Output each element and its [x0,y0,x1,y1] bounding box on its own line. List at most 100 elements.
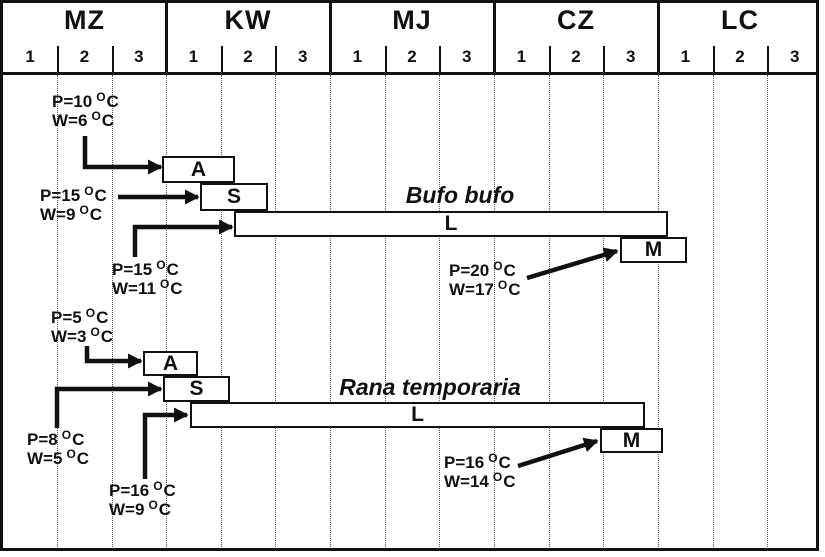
gridline [57,75,58,548]
stage-letter: L [411,403,424,426]
decade-label: 2 [571,47,581,66]
decade-label: 2 [79,47,90,66]
stage-box-rana-m: M [600,428,663,453]
decade-label: 3 [625,47,636,66]
month-column-cz: CZ 1 2 3 [494,3,658,75]
decade-label: 3 [297,47,308,66]
decade-label: 2 [735,47,745,66]
decade-label: 3 [134,47,144,66]
decade-tick [56,46,59,75]
stage-letter: A [162,351,179,375]
month-label: MZ [64,5,105,35]
decade-row: 1 2 3 [494,44,658,72]
stage-box-bufo-s: S [200,183,268,211]
gridline [658,75,659,548]
month-column-kw: KW 1 2 3 [166,3,330,75]
gridline [767,75,768,548]
month-divider [164,3,168,75]
stage-box-bufo-a: A [162,156,235,183]
decade-tick [274,46,277,75]
decade-label: 1 [25,47,35,66]
month-column-mj: MJ 1 2 3 [330,3,494,75]
decade-tick [384,46,387,75]
gridline [330,75,331,548]
decade-label: 1 [188,47,199,66]
gridline [385,75,386,548]
timeline-header: MZ 1 2 3 KW 1 2 3 MJ 1 2 3 CZ [3,3,816,75]
gridline [275,75,276,548]
decade-label: 3 [789,47,800,66]
stage-box-rana-s: S [163,376,230,402]
arrow-bufo-a [82,136,163,175]
decade-row: 1 2 3 [658,44,816,72]
month-column-lc: LC 1 2 3 [658,3,816,75]
arrow-rana-a [84,346,143,369]
decade-tick [438,46,441,75]
stage-box-rana-a: A [143,351,198,376]
gridline [112,75,113,548]
month-label: LC [721,5,759,35]
gridline [494,75,495,548]
month-label: MJ [392,5,432,35]
decade-tick [111,46,114,75]
stage-box-bufo-m: M [620,237,687,263]
decade-label: 1 [516,47,527,66]
species-label-rana-temporaria: Rana temporaria [339,374,521,400]
gridline [439,75,440,548]
decade-label: 1 [680,47,691,66]
decade-row: 1 2 3 [166,44,330,72]
month-divider [656,3,660,75]
decade-tick [548,46,551,75]
decade-tick [766,46,769,75]
stage-box-rana-l: L [190,402,645,428]
decade-tick [712,46,715,75]
gridline [603,75,604,548]
month-divider [492,3,496,75]
decade-row: 1 2 3 [330,44,494,72]
decade-row: 1 2 3 [3,44,166,72]
stage-letter: M [622,428,641,452]
stage-letter: S [226,185,241,208]
decade-tick [220,46,223,75]
gridline [549,75,550,548]
stage-box-bufo-l: L [234,211,668,237]
month-divider [328,3,332,75]
stage-letter: L [444,212,458,235]
gridline [166,75,167,548]
stage-letter: M [644,238,663,261]
decade-label: 2 [243,47,253,66]
month-label: CZ [557,5,595,35]
stage-letter: A [190,157,207,181]
decade-label: 1 [352,47,363,66]
species-label-bufo-bufo: Bufo bufo [405,182,515,208]
month-label: KW [224,5,272,35]
month-column-mz: MZ 1 2 3 [3,3,166,75]
decade-label: 2 [407,47,417,66]
gridline [221,75,222,548]
arrow-rana-s [54,381,163,428]
arrow-bufo-l [132,219,234,257]
